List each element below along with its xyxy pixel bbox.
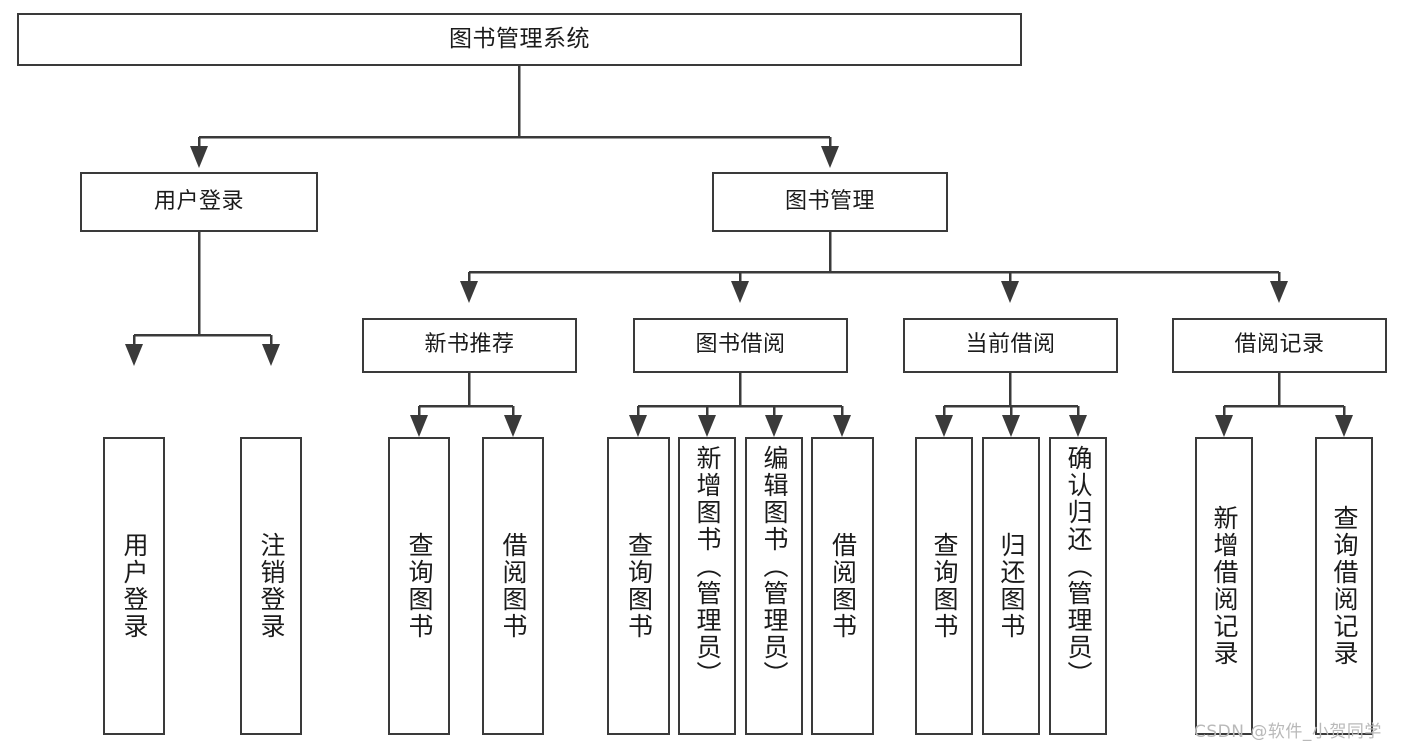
edge-manage_to_level2-arrowhead-2: [1001, 281, 1019, 303]
node-leaf-1[interactable]: 注销登录: [240, 437, 302, 735]
edge-record_leaves-arrowhead-0: [1215, 415, 1233, 437]
node-leaf-11[interactable]: 新增借阅记录: [1195, 437, 1253, 735]
node-level2-1-label: 图书借阅: [695, 332, 786, 358]
node-leaf-9-label: 归还图书: [997, 532, 1026, 640]
node-root-system[interactable]: 图书管理系统: [17, 13, 1022, 66]
edge-login_to_leaves-arrowhead-1: [262, 344, 280, 366]
node-leaf-10-label: 确认归还（管理员）: [1064, 445, 1093, 688]
edge-manage_to_level2-arrowhead-3: [1270, 281, 1288, 303]
node-leaf-2[interactable]: 查询图书: [388, 437, 450, 735]
edge-borrow_leaves-arrowhead-3: [833, 415, 851, 437]
node-leaf-12[interactable]: 查询借阅记录: [1315, 437, 1373, 735]
node-leaf-7[interactable]: 借阅图书: [811, 437, 874, 735]
node-leaf-4-label: 查询图书: [624, 532, 654, 640]
node-leaf-10[interactable]: 确认归还（管理员）: [1049, 437, 1107, 735]
node-level1-1[interactable]: 图书管理: [712, 172, 948, 232]
node-level2-3-label: 借阅记录: [1234, 332, 1325, 358]
node-level2-0[interactable]: 新书推荐: [362, 318, 577, 373]
node-level2-2-label: 当前借阅: [965, 332, 1056, 358]
edge-newbook_leaves-arrowhead-1: [504, 415, 522, 437]
node-level1-0[interactable]: 用户登录: [80, 172, 318, 232]
node-leaf-11-label: 新增借阅记录: [1210, 505, 1239, 667]
node-leaf-7-label: 借阅图书: [828, 532, 858, 640]
node-leaf-3[interactable]: 借阅图书: [482, 437, 544, 735]
edge-root_to_level1-arrowhead-1: [821, 146, 839, 168]
edge-current_leaves-arrowhead-2: [1069, 415, 1087, 437]
edge-borrow_leaves-arrowhead-0: [629, 415, 647, 437]
edge-current_leaves-arrowhead-0: [935, 415, 953, 437]
node-leaf-5-label: 新增图书（管理员）: [693, 445, 722, 688]
node-leaf-12-label: 查询借阅记录: [1330, 505, 1359, 667]
node-leaf-3-label: 借阅图书: [499, 532, 528, 640]
csdn-watermark: CSDN @软件_小贺同学: [1194, 722, 1382, 742]
edge-newbook_leaves-arrowhead-0: [410, 415, 428, 437]
node-leaf-0-label: 用户登录: [120, 532, 149, 640]
node-leaf-1-label: 注销登录: [257, 532, 286, 640]
edge-manage_to_level2-arrowhead-0: [460, 281, 478, 303]
node-level2-3[interactable]: 借阅记录: [1172, 318, 1387, 373]
edge-borrow_leaves-arrowhead-1: [698, 415, 716, 437]
node-leaf-5[interactable]: 新增图书（管理员）: [678, 437, 736, 735]
node-leaf-4[interactable]: 查询图书: [607, 437, 670, 735]
edge-current_leaves-arrowhead-1: [1002, 415, 1020, 437]
edge-record_leaves-arrowhead-1: [1335, 415, 1353, 437]
node-leaf-8-label: 查询图书: [930, 532, 959, 640]
edge-manage_to_level2-arrowhead-1: [731, 281, 749, 303]
node-leaf-9[interactable]: 归还图书: [982, 437, 1040, 735]
node-level2-1[interactable]: 图书借阅: [633, 318, 848, 373]
node-leaf-6-label: 编辑图书（管理员）: [760, 445, 789, 688]
node-level1-0-label: 用户登录: [153, 188, 244, 214]
node-leaf-8[interactable]: 查询图书: [915, 437, 973, 735]
edge-root_to_level1-arrowhead-0: [190, 146, 208, 168]
node-level2-2[interactable]: 当前借阅: [903, 318, 1118, 373]
node-leaf-0[interactable]: 用户登录: [103, 437, 165, 735]
node-level2-0-label: 新书推荐: [424, 332, 515, 358]
node-root-system-label: 图书管理系统: [449, 25, 590, 52]
node-level1-1-label: 图书管理: [784, 188, 875, 214]
node-leaf-6[interactable]: 编辑图书（管理员）: [745, 437, 803, 735]
edge-borrow_leaves-arrowhead-2: [765, 415, 783, 437]
edge-login_to_leaves-arrowhead-0: [125, 344, 143, 366]
node-leaf-2-label: 查询图书: [405, 532, 434, 640]
